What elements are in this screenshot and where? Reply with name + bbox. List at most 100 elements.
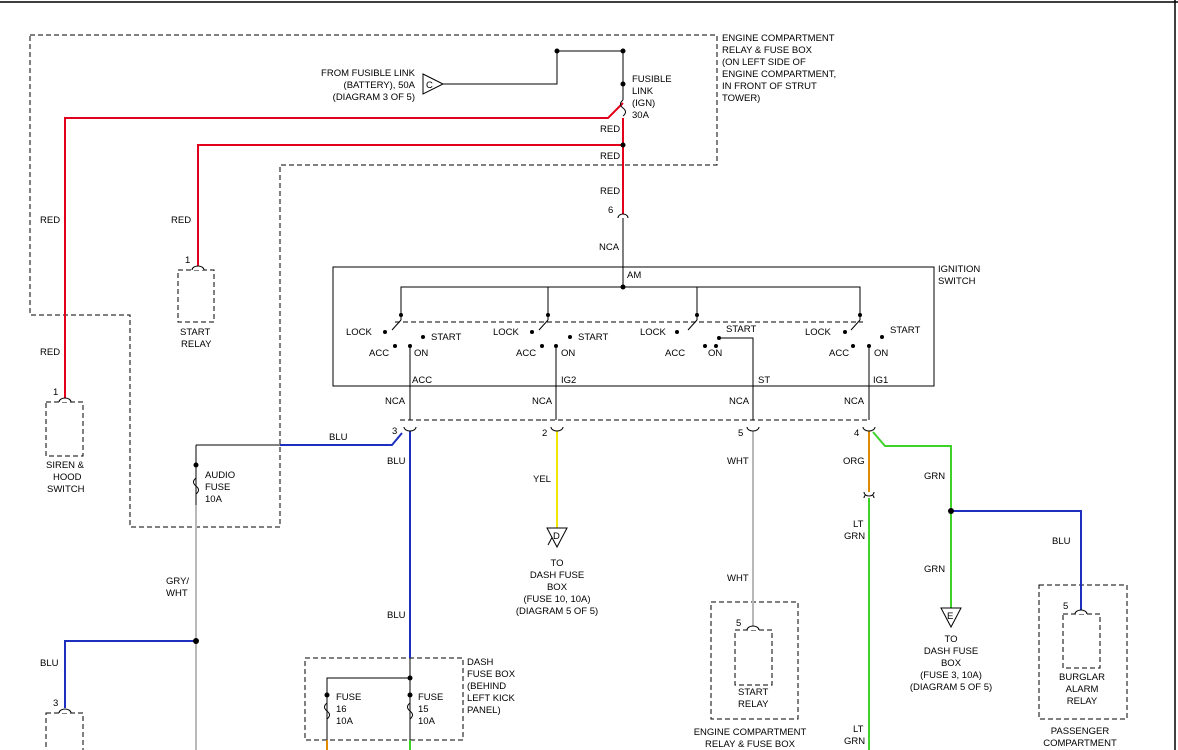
ecb-label-2: RELAY & FUSE BOX [722, 45, 813, 56]
wire-color-grn: GRN [924, 564, 945, 575]
fusible-link-label-2: LINK [632, 86, 654, 97]
fusible-link-label-3: (IGN) [632, 98, 655, 109]
wire-color-red: RED [40, 347, 60, 358]
burglar-alarm-relay-inner [1062, 613, 1101, 669]
start-relay-box [177, 269, 215, 323]
start-label: START [578, 332, 608, 343]
siren-switch-label-2: HOOD [53, 472, 82, 483]
engine-relay-fuse-box-2: RELAY & FUSE BOX [705, 739, 796, 750]
burglar-alarm-label-1: BURGLAR [1059, 672, 1105, 683]
pin-label: 2 [542, 428, 547, 439]
siren-switch-label-3: SWITCH [47, 484, 85, 495]
connector-c-label: C [426, 80, 433, 91]
fusible-link-source-2: (BATTERY), 50A [344, 80, 416, 91]
pin-label: 3 [53, 698, 58, 709]
start-label: START [890, 325, 920, 336]
wire-color-grn: GRN [924, 471, 945, 482]
start-relay-bottom-1: START [738, 687, 768, 698]
connector-d-label: D [553, 531, 560, 542]
dash-fuse-e-1: DASH FUSE [924, 646, 978, 657]
wire-color-blu: BLU [40, 658, 59, 669]
on-label: ON [874, 348, 888, 359]
wire-color-nca: NCA [729, 396, 750, 407]
ecb-label-5: IN FRONT OF STRUT [722, 81, 817, 92]
lock-label: LOCK [805, 327, 832, 338]
on-label: ON [561, 348, 575, 359]
start-relay-label-2: RELAY [181, 339, 212, 350]
fuse-15-label-1: FUSE [418, 692, 443, 703]
wire-color-red: RED [600, 151, 620, 162]
ecb-label-1: ENGINE COMPARTMENT [722, 33, 835, 44]
engine-relay-fuse-box-1: ENGINE COMPARTMENT [694, 727, 807, 738]
wire-color-grn: GRN [844, 531, 865, 542]
ecb-label-3: (ON LEFT SIDE OF [722, 57, 806, 68]
audio-fuse-label-2: FUSE [205, 482, 230, 493]
siren-hood-switch-box [45, 401, 84, 457]
wire-color-blu: BLU [329, 432, 348, 443]
am-terminal-label: AM [627, 270, 641, 281]
wire-color-blu: BLU [387, 456, 406, 467]
fusible-link-source-1: FROM FUSIBLE LINK [321, 68, 416, 79]
pin-label: 5 [736, 618, 741, 629]
ecb-label-6: TOWER) [722, 93, 760, 104]
to-label: TO [944, 634, 957, 645]
terminal-st: ST [758, 375, 770, 386]
wire-color-nca: NCA [385, 396, 406, 407]
siren-switch-label-1: SIREN & [46, 460, 85, 471]
dash-fuse-d-4: (DIAGRAM 5 OF 5) [516, 606, 598, 617]
passenger-compartment-1: PASSENGER [1051, 726, 1110, 737]
ignition-switch-title-2: SWITCH [938, 276, 976, 287]
fusible-link-label-1: FUSIBLE [632, 74, 672, 85]
audio-fuse-label-1: AUDIO [205, 470, 235, 481]
pin-label: 1 [185, 255, 190, 266]
connector-e-triangle [940, 607, 962, 629]
to-label: TO [550, 558, 563, 569]
dash-fuse-d-2: BOX [547, 582, 568, 593]
pin-label: 4 [854, 428, 859, 439]
dash-box-label-3: (BEHIND [467, 681, 506, 692]
wire-color-grn: GRN [844, 736, 865, 747]
wire-color-wht: WHT [727, 456, 749, 467]
start-relay-label-1: START [180, 327, 210, 338]
engine-compartment-box [29, 34, 718, 528]
pin-label: 5 [1063, 601, 1068, 612]
wire-color-nca: NCA [532, 396, 553, 407]
wire-color-blu: BLU [1052, 536, 1071, 547]
ecb-label-4: ENGINE COMPARTMENT, [722, 69, 836, 80]
connector-d-triangle [546, 527, 568, 549]
dash-box-label-5: PANEL) [467, 705, 501, 716]
terminal-ig2: IG2 [561, 375, 576, 386]
pin-label: 3 [392, 426, 397, 437]
ignition-switch-title-1: IGNITION [938, 264, 980, 275]
lock-label: LOCK [493, 327, 520, 338]
dash-fuse-d-3: (FUSE 10, 10A) [523, 594, 590, 605]
ignition-switch-box [332, 266, 935, 387]
pin-label: 6 [608, 205, 613, 216]
audio-fuse-label-3: 10A [205, 494, 223, 505]
wire-color-gry-wht-2: WHT [166, 588, 188, 599]
wire-color-red: RED [600, 186, 620, 197]
start-relay-bottom-inner [734, 629, 773, 686]
wire-color-red: RED [171, 215, 191, 226]
dash-fuse-d-1: DASH FUSE [530, 570, 584, 581]
wire-color-org: ORG [843, 456, 865, 467]
pin-label: 1 [53, 387, 58, 398]
wire-color-lt: LT [853, 519, 864, 530]
acc-label: ACC [829, 348, 849, 359]
junction-dots [193, 48, 954, 698]
acc-label: ACC [665, 348, 685, 359]
lock-label: LOCK [346, 327, 373, 338]
start-label: START [431, 332, 461, 343]
dash-fuse-e-3: (FUSE 3, 10A) [920, 670, 982, 681]
burglar-alarm-label-2: ALARM [1066, 684, 1099, 695]
fuse-16-label-2: 16 [336, 704, 347, 715]
burglar-alarm-label-3: RELAY [1067, 696, 1098, 707]
passenger-compartment-2: COMPARTMENT [1043, 738, 1117, 749]
wire-color-lt: LT [853, 724, 864, 735]
fusible-link-label-4: 30A [632, 110, 650, 121]
green-wires [868, 431, 952, 750]
dash-box-label-2: FUSE BOX [467, 669, 516, 680]
terminal-acc: ACC [412, 375, 432, 386]
wire-color-red: RED [40, 215, 60, 226]
left-bottom-box [45, 712, 84, 750]
